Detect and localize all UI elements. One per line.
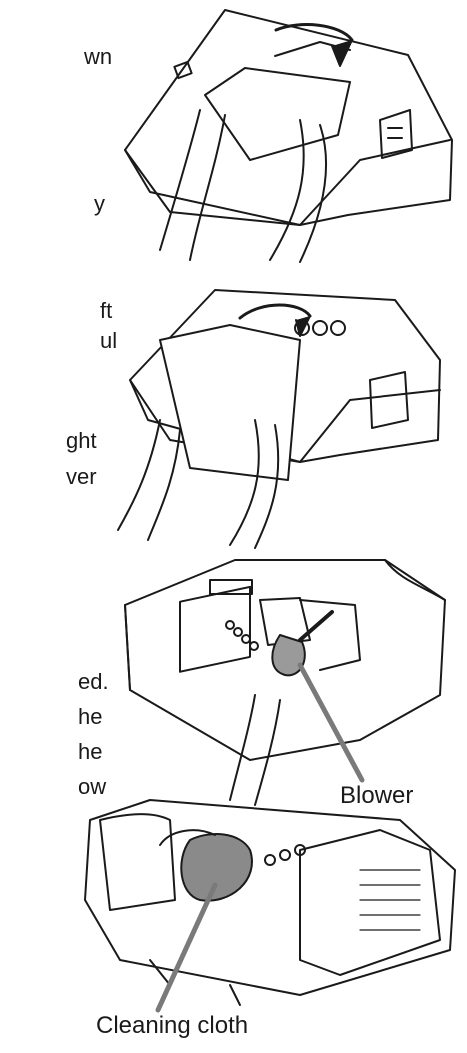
projector-blower-figure — [125, 560, 445, 805]
projector-cover-removal-figure — [125, 10, 452, 262]
blower-label: Blower — [340, 782, 413, 810]
cleaning-cloth-label: Cleaning cloth — [96, 1012, 248, 1040]
projector-cover-lift-figure — [118, 290, 440, 548]
projector-cloth-figure — [85, 800, 455, 1010]
